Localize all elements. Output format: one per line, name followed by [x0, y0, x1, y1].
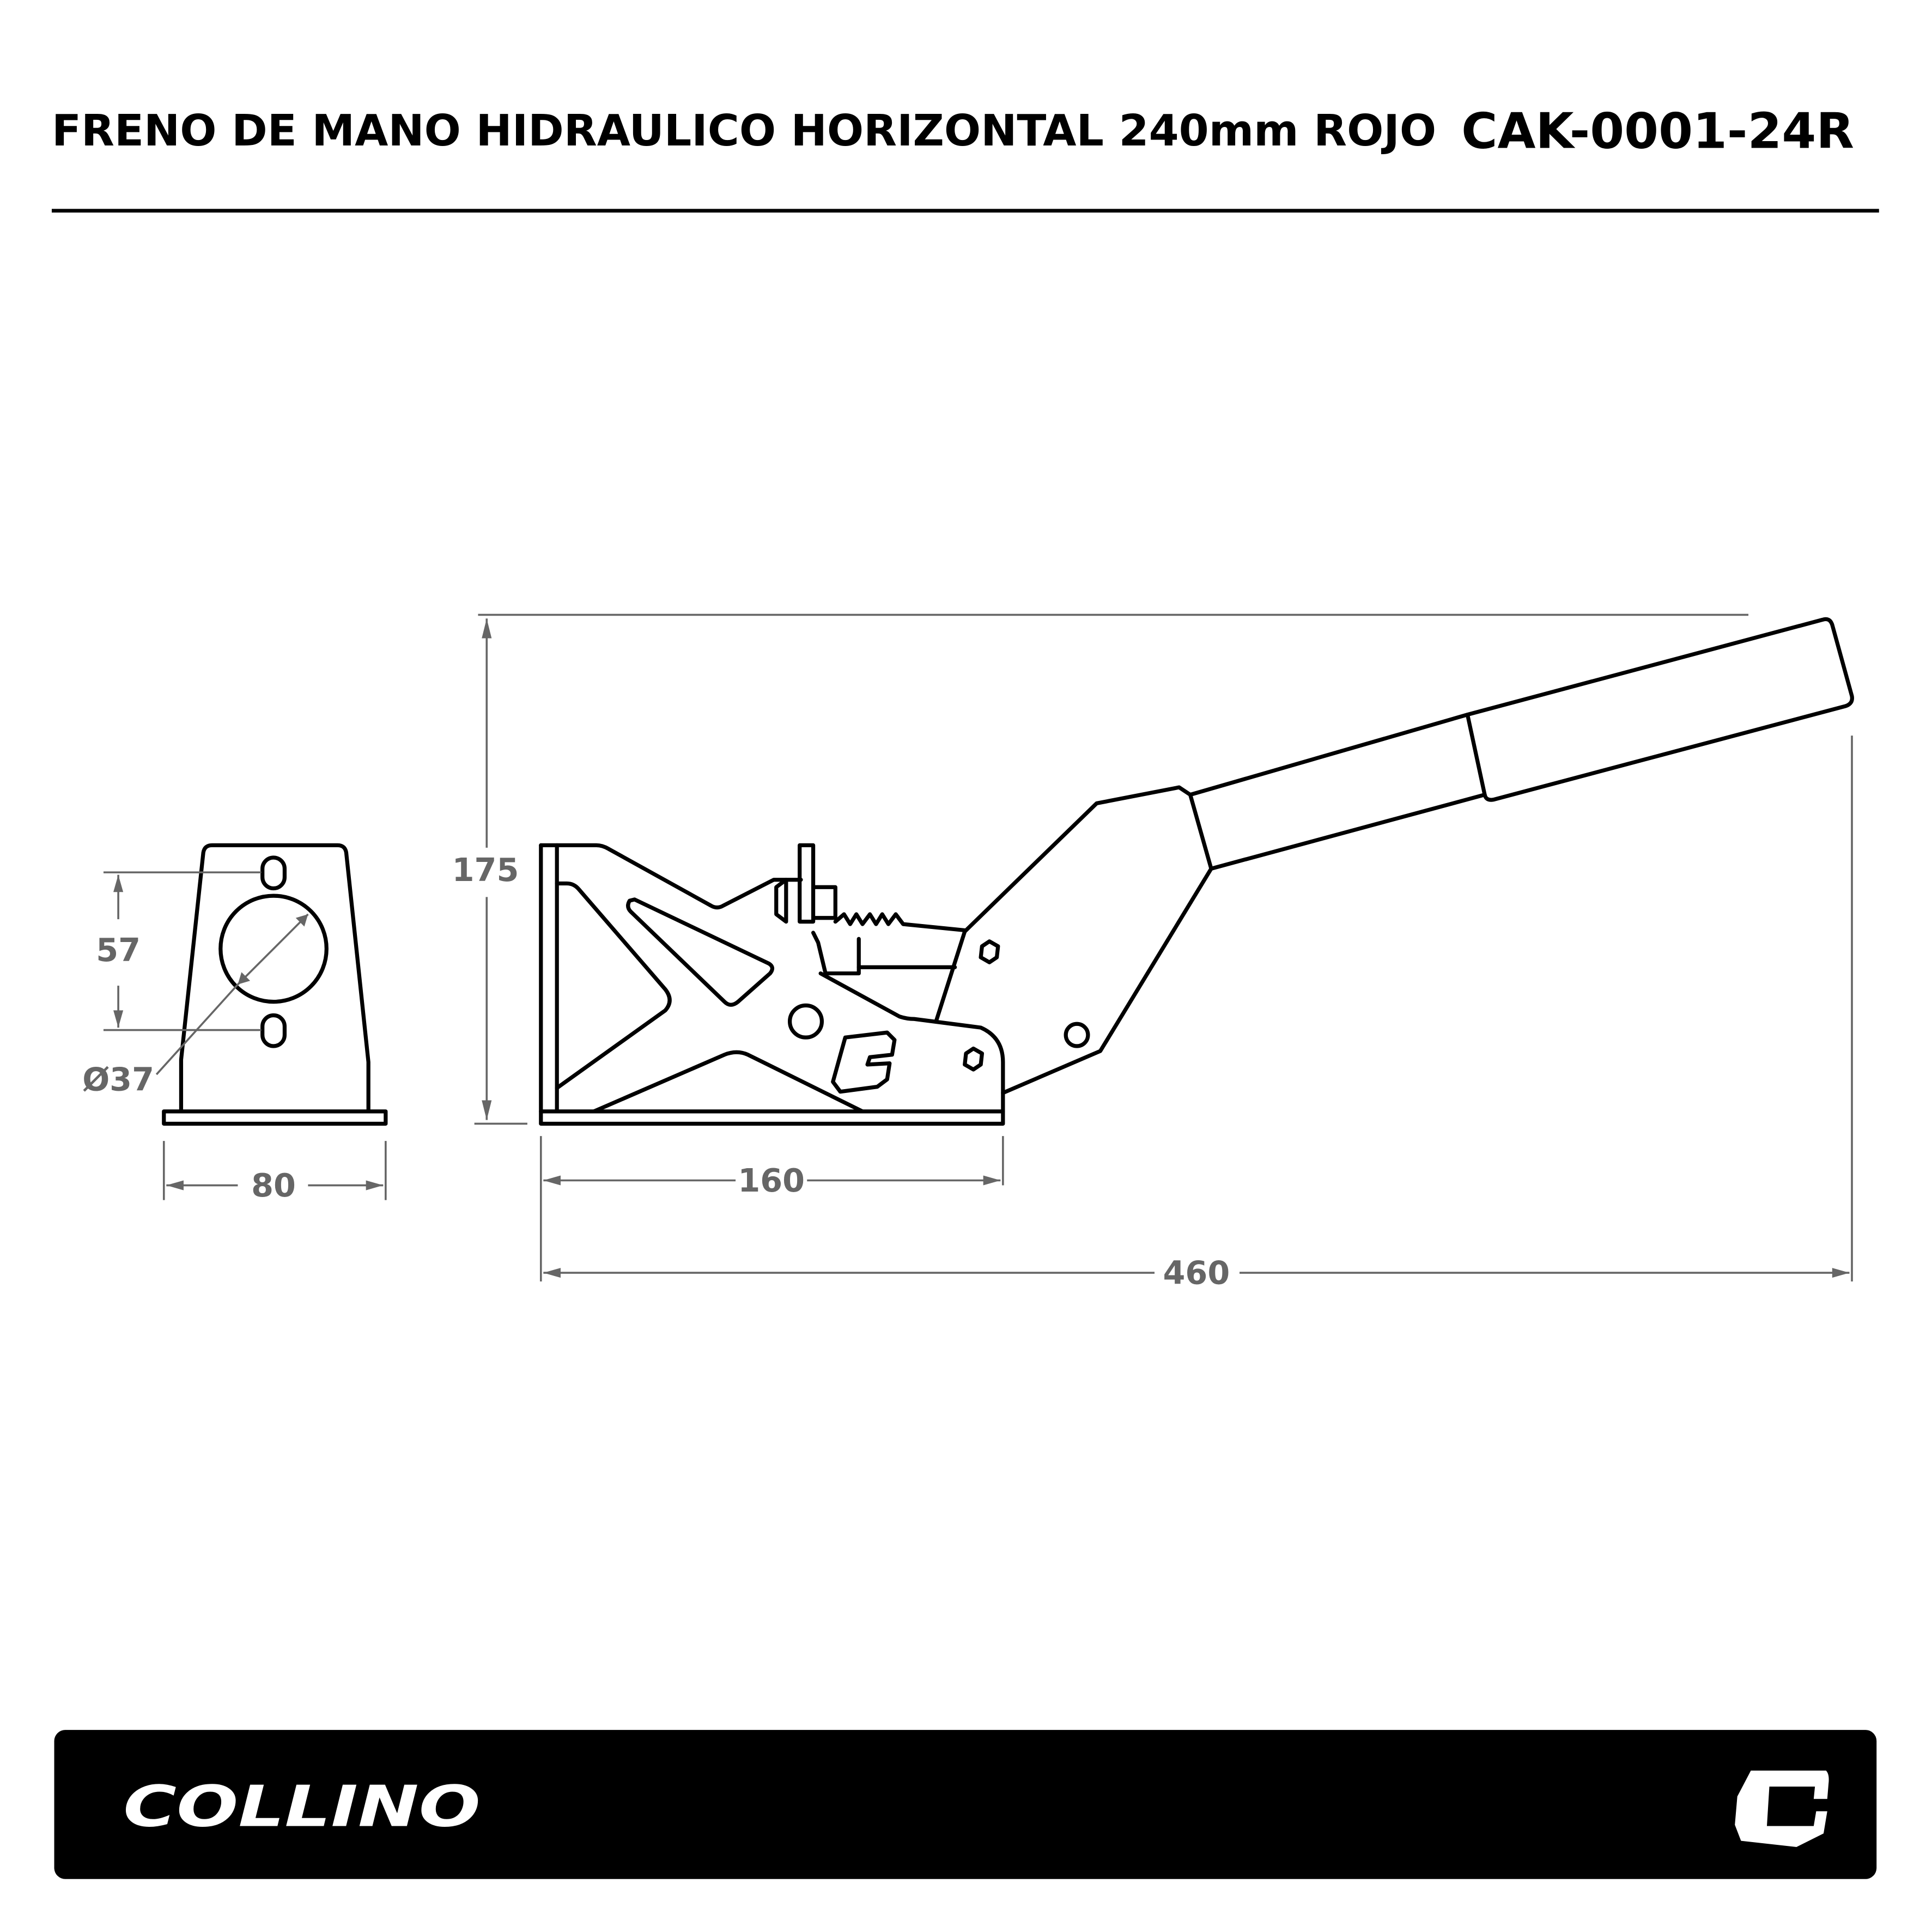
dim-base-length: 160: [738, 1162, 805, 1199]
product-code: CAK-0001-24R: [1461, 102, 1854, 160]
dim-width: 80: [251, 1167, 296, 1204]
brand-logo: COLLINO: [123, 1773, 481, 1840]
dim-total-length: 460: [1163, 1254, 1230, 1292]
footer-bar: COLLINO: [54, 1730, 1877, 1879]
c-logo-mark: [831, 1030, 897, 1094]
front-view: 57 Ø37 80: [82, 843, 388, 1204]
brand-c-icon: [1735, 1770, 1829, 1847]
dim-bore-diameter: Ø37: [82, 1061, 154, 1098]
dim-height: 175: [452, 851, 519, 889]
side-view: 175 160 460: [452, 613, 1854, 1292]
dim-hole-spacing: 57: [96, 931, 141, 969]
product-title: FRENO DE MANO HIDRAULICO HORIZONTAL 240m…: [52, 106, 1436, 156]
